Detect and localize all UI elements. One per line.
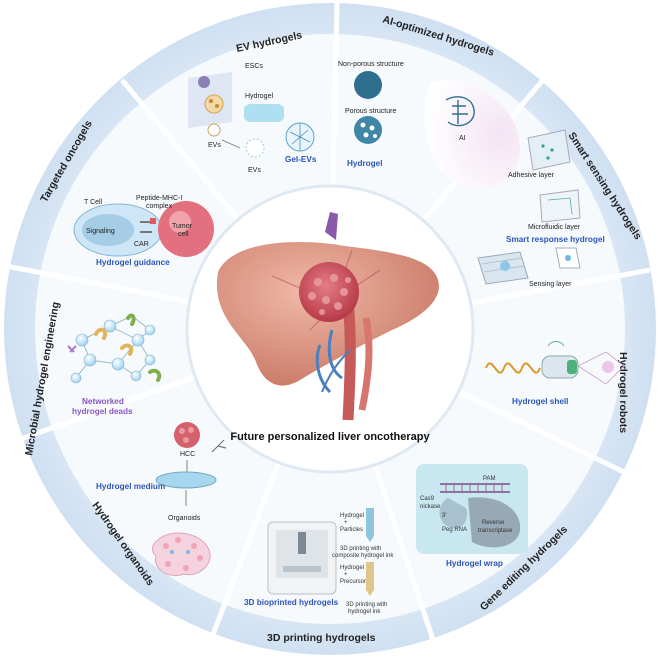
network-nodes-icon <box>70 319 156 384</box>
bacteria-green-icon <box>126 313 136 326</box>
light-cone-icon <box>577 351 625 385</box>
printing-title-label: 3D bioprinted hydrogels <box>244 598 339 607</box>
panel-microbial-hydrogel: Networked hydrogel deads <box>67 313 162 416</box>
ev-hydrogel-label: Hydrogel <box>245 93 273 100</box>
portal-vein-icon <box>315 329 343 394</box>
ai-brain-icon <box>445 96 475 127</box>
gene-3prime-label: 3' <box>442 513 446 519</box>
reverse-transcriptase-icon <box>468 497 521 548</box>
targeted-tcell-label: T Cell <box>84 199 103 206</box>
vein-right-icon <box>358 317 373 411</box>
targeted-peptide1-label: Peptide-MHC-I <box>136 195 182 202</box>
porous-icon <box>354 116 382 144</box>
gene-wrap-label: Hydrogel wrap <box>446 559 503 568</box>
ev-evs-label-1: EVs <box>208 142 221 149</box>
organoid-icon <box>151 532 211 576</box>
printing-hydrogel1-label: Hydrogel <box>340 513 364 519</box>
printing-plus1-label: + <box>344 520 348 526</box>
ai-halo <box>424 80 520 188</box>
tumor-icon <box>299 262 359 322</box>
printing-print2a-label: 3D printing with <box>346 602 387 608</box>
dna-icon <box>440 483 510 493</box>
targeted-car-label: CAR <box>134 241 149 248</box>
organoids-medium-label: Hydrogel medium <box>96 482 165 491</box>
sensing-microfluidic-label: Microfluidic layer <box>528 224 581 231</box>
gene-reverse-label: Reverse <box>482 520 505 526</box>
bacteria-rod-icon <box>94 327 107 340</box>
panel-smart-sensing: Adhesive layer Microfluidic layer Smart … <box>477 129 605 288</box>
scissors-icon <box>211 439 227 453</box>
gene-pam-label: PAM <box>483 476 496 482</box>
adhesive-layer-icon <box>527 129 571 171</box>
robots-shell-label: Hydrogel shell <box>512 397 568 406</box>
panel-hydrogel-robots: Hydrogel shell <box>485 341 625 406</box>
targeted-peptide2-label: complex <box>146 203 173 210</box>
sensing-layer-label: Sensing layer <box>529 281 572 288</box>
ai-hydrogel-label: Hydrogel <box>347 159 383 168</box>
organoids-organoids-label: Organoids <box>168 515 201 522</box>
segment-title-robots: Hydrogel robots <box>617 352 629 433</box>
printing-print1a-label: 3D printing with <box>340 546 381 552</box>
organoids-hcc-label: HCC <box>180 451 195 458</box>
liver-illustration <box>216 212 439 421</box>
targeted-signaling-label: Signaling <box>86 228 115 235</box>
microbial-line1-label: Networked <box>82 397 124 406</box>
ev-gel-evs-label: Gel-EVs <box>285 155 317 164</box>
gene-nickase-label: nickase <box>420 504 441 510</box>
ev-evs-label-2: EVs <box>248 167 261 174</box>
vessel-top <box>325 212 338 240</box>
microbial-line2-label: hydrogel deads <box>72 407 133 416</box>
sensing-smart-label: Smart response hydrogel <box>506 235 605 244</box>
non-porous-icon <box>354 71 382 99</box>
panel-ai-optimized: Non-porous structure Porous structure Hy… <box>338 61 520 188</box>
segment-title-printing: 3D printing hydrogels <box>267 632 376 644</box>
printing-plus2-label: + <box>344 572 348 578</box>
printing-print1b-label: composite hydrogel ink <box>332 553 394 559</box>
printing-print2b-label: hydrogel ink <box>348 609 381 615</box>
bacteria-purple-icon <box>67 345 77 353</box>
targeted-guidance-label: Hydrogel guidance <box>96 258 170 267</box>
gene-transcriptase-label: transcriptase <box>478 528 513 534</box>
printing-precursor-label: Precursor <box>340 579 366 585</box>
sensing-adhesive-label: Adhesive layer <box>508 172 555 179</box>
panel-gene-editing: PAM Cas9 nickase 3' Peg RNA Reverse tran… <box>416 464 528 568</box>
printing-particles-label: Particles <box>340 527 363 533</box>
printing-hydrogel2-label: Hydrogel <box>340 565 364 571</box>
ai-porous-label: Porous structure <box>345 108 396 115</box>
gene-peg-label: Peg RNA <box>442 527 467 533</box>
nozzle-precursor-icon <box>366 562 374 596</box>
nozzle-composite-icon <box>366 508 374 542</box>
panel-3d-printing: 3D bioprinted hydrogels Hydrogel + Parti… <box>244 508 394 615</box>
targeted-tumor2-label: cell <box>178 231 189 238</box>
targeted-tumor1-label: Tumor <box>172 223 193 230</box>
gene-cas9-label: Cas9 <box>420 496 435 502</box>
ev-escs-label: ESCs <box>245 63 263 70</box>
helix-tail-icon <box>485 362 541 374</box>
ai-non-porous-label: Non-porous structure <box>338 61 404 68</box>
panel-targeted-oncogels: T Cell Peptide-MHC-I complex Signaling C… <box>73 195 214 267</box>
panel-hydrogel-organoids: HCC Hydrogel medium Organoids <box>96 422 227 576</box>
hydrogel-block-icon <box>244 104 284 122</box>
center-title: Future personalized liver oncotherapy <box>230 431 430 443</box>
panel-ev-hydrogels: ESCs Hydrogel EVs EVs Gel-EVs <box>188 63 317 174</box>
ai-ai-label: AI <box>459 135 466 142</box>
artery-icon <box>342 299 356 421</box>
hcc-cluster-icon <box>174 422 200 448</box>
culture-dish-icon <box>155 471 217 489</box>
microfluidic-layer-icon <box>539 189 581 223</box>
